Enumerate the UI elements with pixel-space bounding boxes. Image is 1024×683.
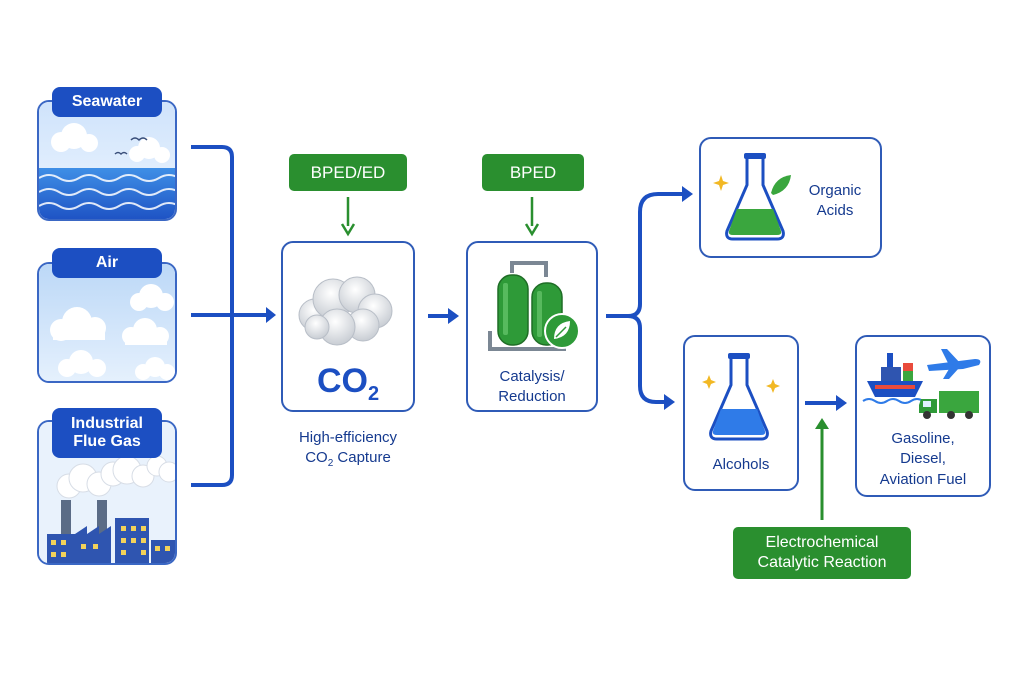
catalysis-label: Catalysis/ Reduction xyxy=(498,368,566,405)
capture-co2-subscript: 2 xyxy=(327,457,334,469)
capture-caption-line1: High-efficiency xyxy=(298,429,398,446)
co2-main-text: CO xyxy=(316,362,368,400)
airplane-icon xyxy=(927,349,981,379)
truck-icon xyxy=(919,391,979,419)
organic-acids-card: Organic Acids xyxy=(699,137,882,258)
transport-icon xyxy=(862,349,981,419)
flue-gas-label: Industrial Flue Gas xyxy=(52,408,162,458)
alcohols-card: Alcohols xyxy=(683,335,799,491)
alcohols-label: Alcohols xyxy=(712,456,770,473)
bped-ed-tag: BPED/ED xyxy=(289,154,407,191)
fork-lower-branch xyxy=(627,314,666,404)
seawater-illustration xyxy=(39,102,175,219)
sparkle-icon xyxy=(713,175,729,191)
air-illustration xyxy=(39,264,175,381)
ship-icon xyxy=(862,353,924,404)
fuels-card: Gasoline, Diesel, Aviation Fuel xyxy=(855,335,991,497)
air-label: Air xyxy=(52,248,162,278)
fork-upper-branch xyxy=(627,192,684,318)
electrochemical-tag: Electrochemical Catalytic Reaction xyxy=(733,527,911,579)
co2-symbol: CO2 xyxy=(283,359,413,407)
cloud-icon xyxy=(298,276,393,346)
reactor-icon xyxy=(488,261,580,351)
catalysis-card: Catalysis/ Reduction xyxy=(466,241,598,412)
seawater-label: Seawater xyxy=(52,87,162,117)
blue-flask-icon xyxy=(702,353,780,441)
fuels-label: Gasoline, Diesel, Aviation Fuel xyxy=(879,430,967,488)
bped-tag: BPED xyxy=(482,154,584,191)
air-card xyxy=(37,262,177,383)
co2-capture-card: CO2 xyxy=(281,241,415,412)
capture-co2-text: CO xyxy=(305,448,328,466)
seawater-card xyxy=(37,100,177,221)
capture-caption-line2: CO2 Capture xyxy=(272,448,424,470)
organic-acids-label: Organic Acids xyxy=(808,182,862,219)
sparkle-icon xyxy=(766,379,780,393)
capture-caption: High-efficiency CO2 Capture xyxy=(272,428,424,470)
green-flask-icon xyxy=(713,153,791,241)
sparkle-icon xyxy=(702,375,716,389)
leaf-icon xyxy=(771,175,791,195)
capture-word: Capture xyxy=(333,448,391,466)
co2-subscript: 2 xyxy=(367,382,380,405)
